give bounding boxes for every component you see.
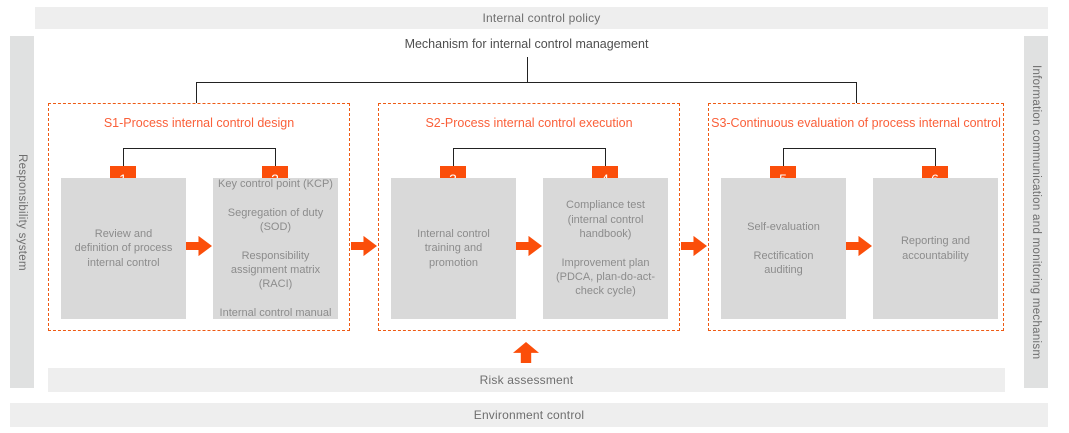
section-s1-process-design: S1-Process internal control design 1 2 R… xyxy=(48,103,350,331)
step-1-box: Review and definition of process interna… xyxy=(61,178,186,319)
step-5-box: Self-evaluation Rectification auditing xyxy=(721,178,846,319)
section-s3-continuous-evaluation: S3-Continuous evaluation of process inte… xyxy=(708,103,1004,331)
environment-control-bar: Environment control xyxy=(10,403,1048,427)
internal-control-policy-label: Internal control policy xyxy=(482,11,601,25)
connector-spread-line xyxy=(196,82,856,83)
connector-stem-line xyxy=(527,57,528,82)
arrow-right-icon-s1-s2 xyxy=(351,235,377,257)
connector-drop-left-line xyxy=(196,82,197,103)
arrow-up-icon-risk-to-s2 xyxy=(513,342,539,363)
internal-control-policy-bar: Internal control policy xyxy=(35,7,1048,29)
arrow-right-icon-s2-s3 xyxy=(681,235,707,257)
section-s3-title: S3-Continuous evaluation of process inte… xyxy=(711,116,1001,130)
section-s1-title: S1-Process internal control design xyxy=(103,116,295,130)
section-s1-bracket-line xyxy=(123,148,276,166)
responsibility-system-label: Responsibility system xyxy=(16,153,28,271)
section-s2-title: S2-Process internal control execution xyxy=(425,116,633,130)
mechanism-heading: Mechanism for internal control managemen… xyxy=(404,37,649,51)
step-2-box: Key control point (KCP) Segregation of d… xyxy=(213,178,338,319)
information-communication-sidebar: Information communication and monitoring… xyxy=(1024,36,1048,388)
section-s2-process-execution: S2-Process internal control execution 3 … xyxy=(378,103,680,331)
step-6-box: Reporting and accountability xyxy=(873,178,998,319)
risk-assessment-label: Risk assessment xyxy=(479,373,574,387)
risk-assessment-bar: Risk assessment xyxy=(48,368,1005,392)
step-3-box: Internal control training and promotion xyxy=(391,178,516,319)
step-4-box: Compliance test (internal control handbo… xyxy=(543,178,668,319)
information-communication-label: Information communication and monitoring… xyxy=(1030,64,1042,360)
section-s2-bracket-line xyxy=(453,148,606,166)
environment-control-label: Environment control xyxy=(473,408,585,422)
responsibility-system-sidebar: Responsibility system xyxy=(10,36,34,388)
connector-drop-right-line xyxy=(856,82,857,103)
section-s3-bracket-line xyxy=(783,148,936,166)
